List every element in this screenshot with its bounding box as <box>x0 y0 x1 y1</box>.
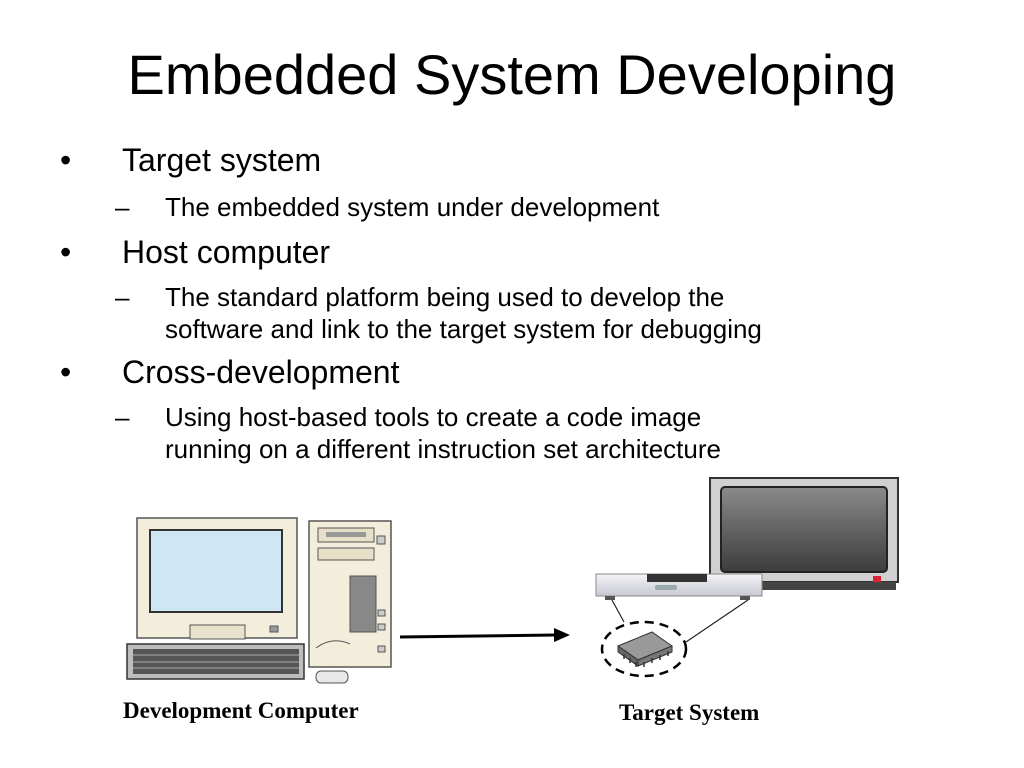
sub-bullet-host-desc: – The standard platform being used to de… <box>115 282 725 312</box>
dash-icon: – <box>115 402 130 432</box>
zoom-line <box>685 599 749 643</box>
bullet-cross-development: • Cross-development <box>60 354 400 390</box>
bullet-host-computer: • Host computer <box>60 234 331 270</box>
slide-title: Embedded System Developing <box>127 43 897 106</box>
chip-icon <box>616 631 674 667</box>
dash-icon: – <box>115 192 130 222</box>
sub-bullet-cross-desc-line2: running on a different instruction set a… <box>165 434 721 464</box>
bullet-dot-icon: • <box>60 142 72 178</box>
bullet-target-system: • Target system <box>60 142 322 178</box>
zoom-line <box>611 599 625 623</box>
target-system-label: Target System <box>619 700 760 725</box>
mouse-icon <box>315 670 349 684</box>
bullet-dot-icon: • <box>60 354 72 390</box>
monitor-icon <box>136 517 298 640</box>
development-computer-label: Development Computer <box>123 698 359 723</box>
sub-bullet-host-desc-line2: software and link to the target system f… <box>165 314 762 344</box>
arrow-icon <box>399 628 570 642</box>
tower-computer-icon <box>308 520 392 668</box>
keyboard-icon <box>126 643 305 680</box>
sub-bullet-cross-desc: – Using host-based tools to create a cod… <box>115 402 702 432</box>
tv-icon <box>709 477 899 590</box>
dash-icon: – <box>115 282 130 312</box>
bullet-dot-icon: • <box>60 234 72 270</box>
set-top-box-icon <box>595 573 763 600</box>
sub-bullet-target-desc: – The embedded system under development <box>115 192 660 222</box>
dashed-circle <box>600 620 688 678</box>
